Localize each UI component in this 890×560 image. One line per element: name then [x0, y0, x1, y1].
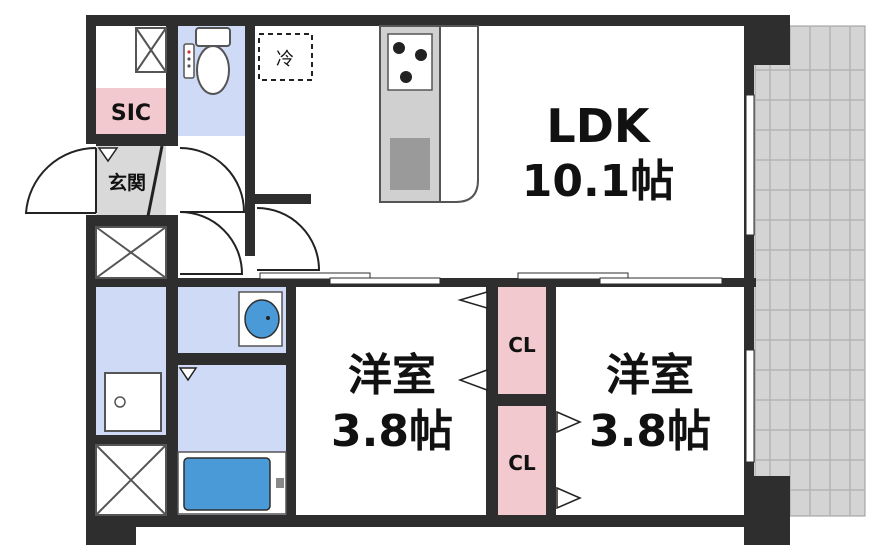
washing-machine-pan: [104, 372, 162, 432]
fridge-space: [258, 33, 313, 81]
bathtub-icon: [177, 451, 287, 515]
western-right-size: 3.8帖: [589, 406, 711, 457]
sliding-doors: [259, 272, 723, 285]
fridge-label: 冷: [276, 49, 294, 70]
closet-upper-floor: [498, 287, 546, 394]
sic-floor: [96, 88, 166, 134]
closet-lower-floor: [498, 406, 546, 515]
entrance-label: 玄関: [108, 171, 146, 194]
wash-basin-icon: [238, 291, 283, 347]
sic-label: SIC: [111, 101, 151, 126]
storage-boxes: [95, 27, 167, 516]
opening-markers: [97, 147, 582, 510]
ldk-name: LDK: [546, 99, 651, 153]
balcony: [754, 25, 866, 517]
western-left-size: 3.8帖: [331, 406, 453, 457]
western-right-name: 洋室: [606, 350, 694, 401]
doors: [24, 145, 321, 275]
closet-upper-label: CL: [508, 333, 536, 357]
windows: [745, 94, 755, 463]
western-left-name: 洋室: [348, 350, 436, 401]
toilet-icon: [183, 27, 231, 95]
closet-lower-label: CL: [508, 451, 536, 475]
kitchen-counter: [379, 25, 479, 203]
ldk-size: 10.1帖: [522, 156, 675, 207]
